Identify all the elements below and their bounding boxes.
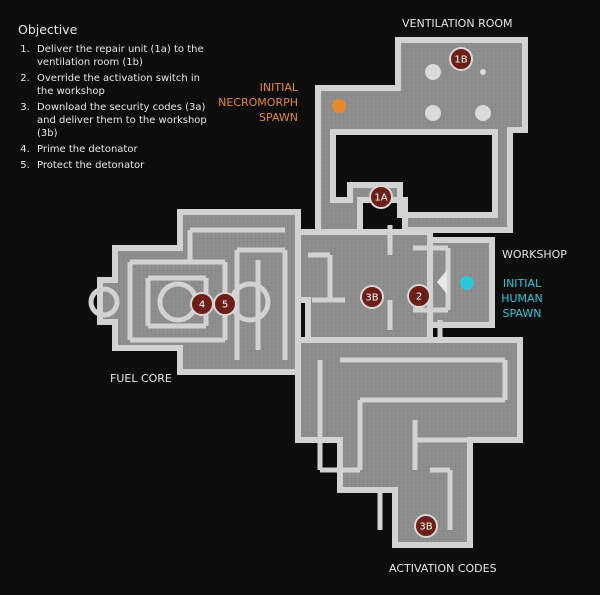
objective-item: Download the security codes (3a) and del… [33,101,218,140]
objective-item: Deliver the repair unit (1a) to the vent… [33,43,218,69]
marker-1a[interactable]: 1A [369,185,393,209]
marker-4-label: 4 [199,300,205,311]
marker-1a-label: 1A [374,193,387,204]
location-activation-codes: ACTIVATION CODES [389,562,497,575]
marker-5[interactable]: 5 [213,292,237,316]
objective-item: Prime the detonator [33,143,218,156]
location-ventilation-room: VENTILATION ROOM [402,17,513,30]
marker-3b-bottom[interactable]: 3B [414,514,438,538]
human-spawn-line: INITIAL [502,277,542,290]
marker-1b-label: 1B [454,55,467,66]
ventilation-fans [425,64,491,121]
necromorph-spawn-label: INITIAL NECROMORPH SPAWN [210,80,298,125]
marker-3b-bottom-label: 3B [419,522,432,533]
marker-2[interactable]: 2 [407,284,431,308]
objective-title: Objective [18,22,78,37]
marker-3b-center[interactable]: 3B [360,285,384,309]
central-hub [295,229,433,343]
necromorph-spawn-line: INITIAL [259,81,298,94]
objective-item: Protect the detonator [33,159,218,172]
necromorph-spawn-dot [332,99,346,113]
human-spawn-line: SPAWN [502,307,542,320]
human-spawn-dot [460,276,474,290]
necromorph-spawn-line: SPAWN [259,111,298,124]
ventilation-room [315,37,528,235]
location-fuel-core: FUEL CORE [110,372,172,385]
marker-3b-center-label: 3B [365,293,378,304]
marker-1b[interactable]: 1B [449,47,473,71]
necromorph-spawn-line: NECROMORPH [218,96,298,109]
south-section [295,337,523,548]
objective-panel: Objective Deliver the repair unit (1a) t… [18,22,218,175]
objective-list: Deliver the repair unit (1a) to the vent… [18,43,218,172]
workshop-console [437,270,447,294]
human-spawn-line: HUMAN [501,292,543,305]
marker-2-label: 2 [416,292,422,303]
objective-item: Override the activation switch in the wo… [33,72,218,98]
human-spawn-label: INITIAL HUMAN SPAWN [492,276,552,321]
marker-5-label: 5 [222,300,228,311]
marker-4[interactable]: 4 [190,292,214,316]
interior-walls [127,225,508,530]
location-workshop: WORKSHOP [502,248,567,261]
